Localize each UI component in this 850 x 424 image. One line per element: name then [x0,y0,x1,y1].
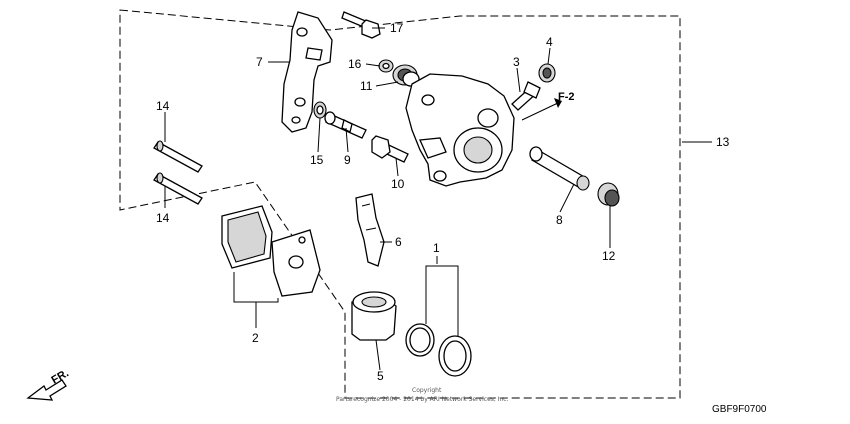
callout-15: 15 [310,153,324,167]
callout-11: 11 [360,79,373,93]
bleeder-valve-3 [511,81,541,111]
callout-14-upper: 14 [156,99,170,113]
caliper-bracket-7 [281,11,333,133]
front-direction-marker: FR. [26,367,71,401]
pad-pin-14-upper [153,140,203,173]
reference-arrow [521,98,562,121]
piston-seal-set-1 [405,323,472,377]
brake-pad-set-2 [221,205,321,297]
pin-bolt-9 [324,111,367,139]
bleeder-cap-4 [538,63,556,83]
callout-6: 6 [395,235,402,249]
callout-1: 1 [433,241,440,255]
washer-15 [313,101,327,119]
callout-14-lower: 14 [156,211,170,225]
bolt-10 [371,135,409,163]
slide-pin-8 [529,146,590,191]
washer-16 [378,59,394,73]
leader-lines [164,27,712,371]
bolt-17 [341,11,381,39]
piston-5 [351,291,397,341]
callout-7: 7 [256,55,263,69]
callout-5: 5 [377,369,384,383]
callout-12: 12 [602,249,616,263]
drawing-code: GBF9F0700 [712,404,767,415]
boot-11 [392,64,420,87]
callout-13: 13 [716,135,730,149]
copyright-line-1: Copyright [412,387,442,394]
pad-spring-6 [355,193,385,267]
callout-3: 3 [513,55,520,69]
callout-4: 4 [546,35,553,49]
callout-10: 10 [391,177,405,191]
caliper-body [405,73,515,187]
front-marker-label: FR. [50,367,71,386]
callout-17: 17 [390,21,404,35]
callout-2: 2 [252,331,259,345]
reference-label: F-2 [558,91,575,103]
callout-9: 9 [344,153,351,167]
pad-pin-14-lower [153,172,203,205]
copyright-line-2: Partsrecognize 2004 - 2014 by ARI Networ… [336,396,509,403]
boot-12 [597,182,620,207]
callout-16: 16 [348,57,362,71]
callout-8: 8 [556,213,563,227]
